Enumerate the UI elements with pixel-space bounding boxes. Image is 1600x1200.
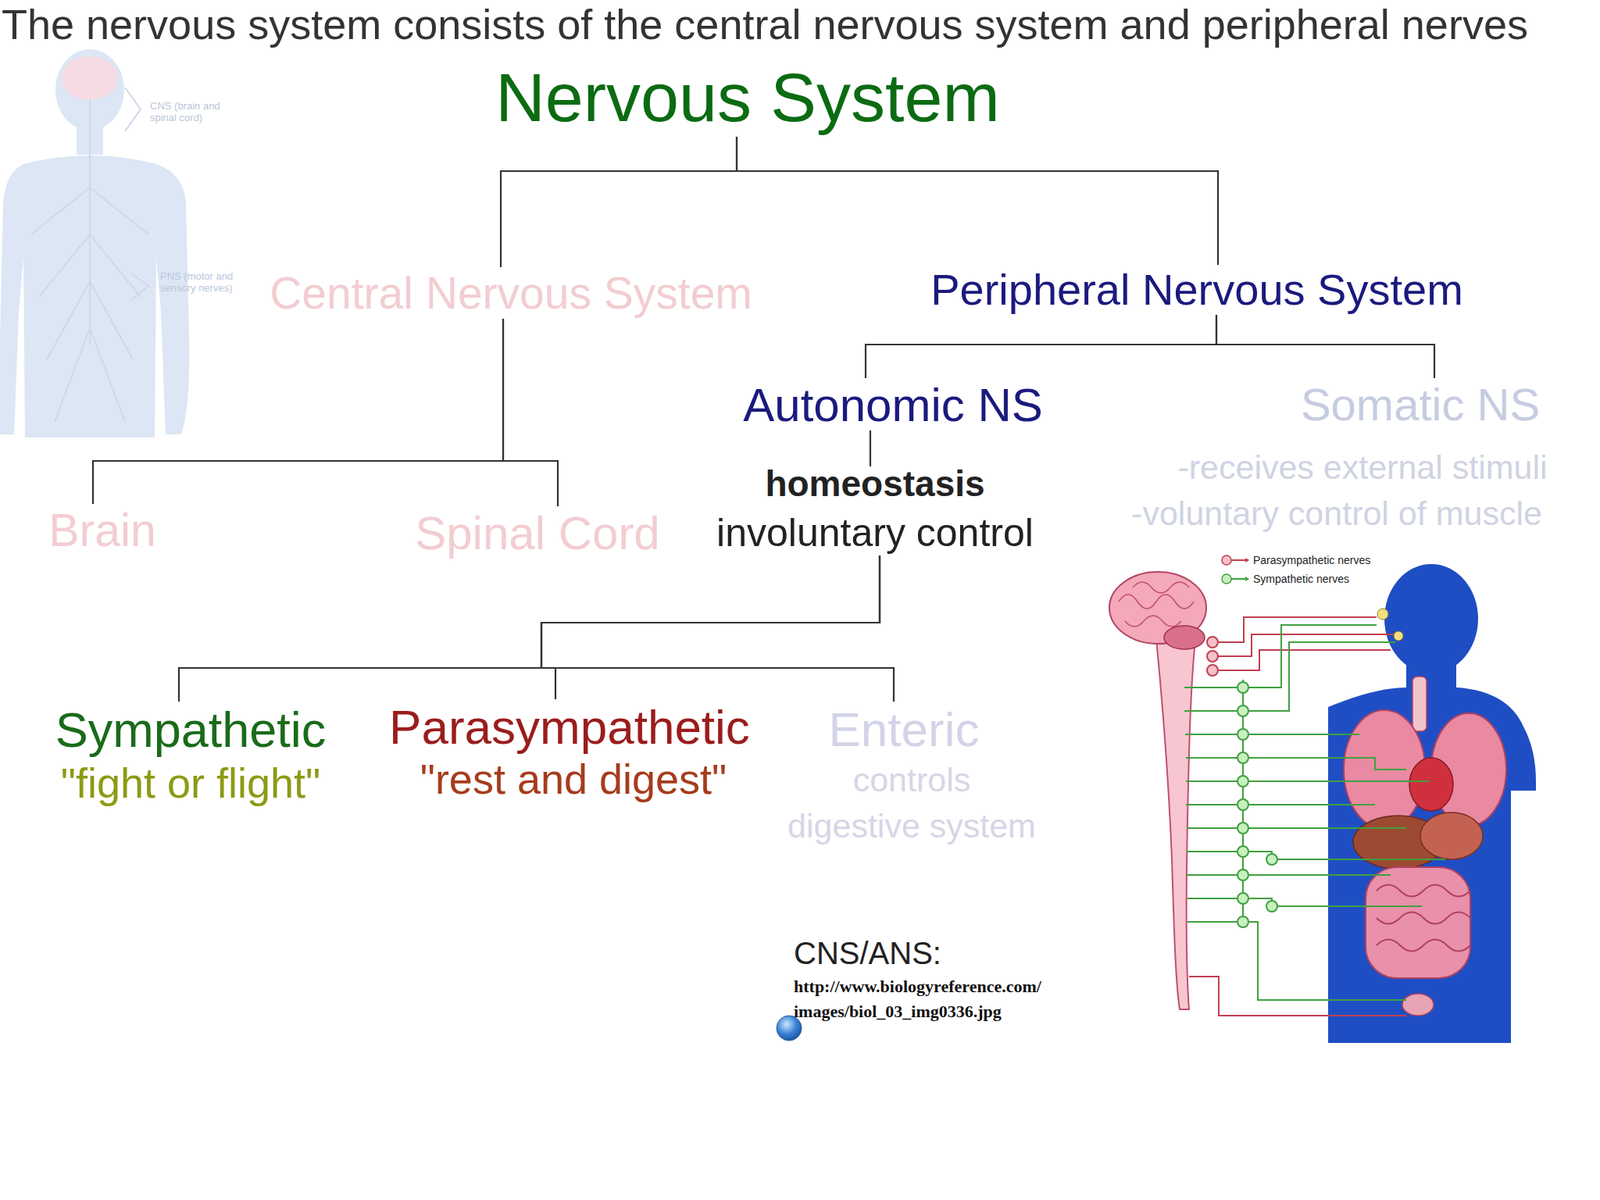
branch-node: Somatic NS-receives external stimuli-vol… [1164,378,1600,533]
legend-circle [1221,574,1232,584]
node-heading: Sympathetic [18,701,363,758]
node-body: -voluntary control of muscle [1117,494,1556,533]
label-bracket [125,87,149,300]
ganglion [1237,822,1249,834]
sympathetic-nerve [1242,625,1446,1000]
ganglion [1237,916,1249,928]
tick-line [869,430,872,467]
leaf-node: Spinal Cord [396,506,679,561]
legend-text: Sympathetic nerves [1253,571,1350,586]
intestine-folds [1376,885,1471,952]
node-heading: Autonomic NS [689,378,1097,433]
node-body: homeostasis [671,463,1079,505]
brain-shape [61,56,118,100]
tree-connector [865,314,1217,379]
gland [1393,631,1404,641]
page-title: The nervous system consists of the centr… [1,0,1529,49]
node-body: -receives external stimuli [1143,448,1582,487]
brain-gyri [1118,582,1194,627]
ganglion [1237,799,1249,811]
nerve-lines [31,100,149,422]
branch-node: Autonomic NShomeostasisinvoluntary contr… [683,378,1090,556]
intestines [1365,867,1471,979]
figure-label: CNS (brain and spinal cord) [150,100,229,124]
branch-node: Central Nervous System [260,267,761,319]
body-torso [1328,687,1536,1043]
sympathetic-nerve [1184,687,1243,922]
stomach [1420,812,1483,860]
source-url: http://www.biologyreference.com/ images/… [793,974,1115,1025]
trachea [1412,676,1427,732]
root-node: Nervous System [466,57,1029,137]
node-heading: Nervous System [466,57,1029,137]
node-heading: Brain [16,503,189,558]
ganglion [1207,650,1218,662]
eye [1377,608,1389,620]
ganglion [1266,853,1278,865]
tree-connector [178,555,880,702]
ganglion [1237,752,1249,764]
ganglion [1237,728,1249,740]
node-heading: Parasympathetic [374,699,765,755]
node-heading: Spinal Cord [396,506,679,561]
ganglion [1207,636,1218,648]
leaf-node: Brain [16,503,189,558]
heart [1409,757,1454,811]
tree-connector [92,318,504,504]
source-label: CNS/ANS: [793,934,1029,972]
leaf-node: Parasympathetic"rest and digest" [374,699,765,804]
legend-sample [1221,555,1250,565]
ganglion [1237,775,1249,787]
tree-connector [503,318,558,507]
body-silhouette [0,155,190,438]
tree-connector [500,136,737,268]
bladder [1402,993,1434,1016]
ganglion [1237,846,1249,858]
leaf-node: Entericcontrols digestive system [771,701,1037,850]
ganglion [1237,682,1249,693]
node-body: "rest and digest" [378,754,769,804]
body-head [1384,564,1479,674]
node-heading: Central Nervous System [260,267,761,319]
legend-arrow [1245,557,1250,563]
leaf-node: Sympathetic"fight or flight" [18,701,363,808]
tree-connector [541,555,894,702]
parasympathetic-nerve [1189,976,1407,1016]
tree-connector [541,555,880,700]
legend-arrow [1245,576,1250,582]
body-illustration [1109,564,1536,1043]
ganglion [1237,705,1249,717]
ganglion-chain [1237,682,1278,928]
tree-connector [1216,314,1435,379]
ganglion [1266,900,1278,912]
cerebellum [1164,625,1205,650]
figure-label: PNS (motor and sensory nerves) [160,270,239,294]
legend-text: Parasympathetic nerves [1253,553,1371,568]
node-body: involuntary control [671,510,1079,556]
node-body: controls digestive system [785,757,1040,850]
ganglion [1207,664,1218,676]
ganglion [1237,892,1249,904]
node-heading: Enteric [771,701,1037,758]
node-body: "fight or flight" [18,758,363,808]
node-heading: Peripheral Nervous System [915,264,1479,315]
spinal-cord [1156,639,1196,1010]
node-heading: Somatic NS [1201,378,1600,431]
connector-group [92,136,1435,702]
ganglion [1237,869,1249,881]
legend-circle [1221,555,1232,565]
tree-connector [736,136,1218,265]
legend-sample [1221,574,1250,584]
branch-node: Peripheral Nervous System [915,264,1479,315]
